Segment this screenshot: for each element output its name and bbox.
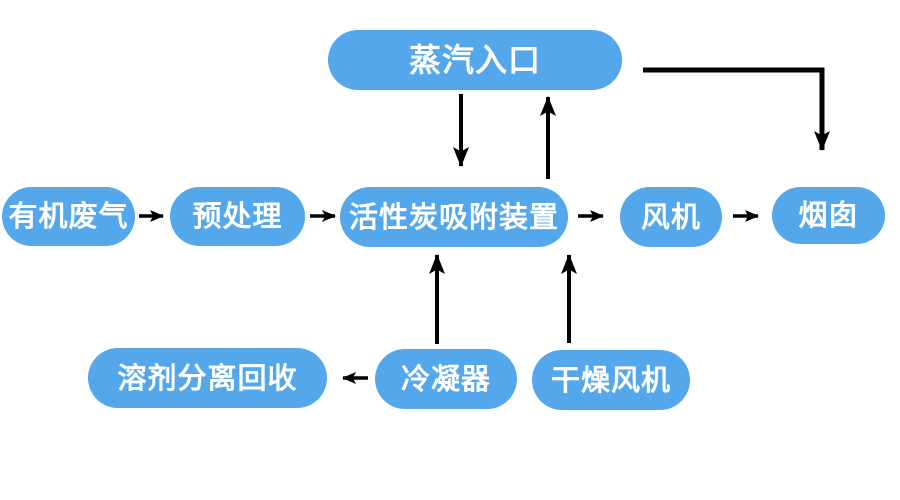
node-solvent-recovery: 溶剂分离回收 — [88, 348, 327, 408]
node-organic-waste-gas: 有机废气 — [2, 187, 135, 246]
node-pretreatment: 预处理 — [170, 187, 305, 246]
node-fan: 风机 — [620, 187, 722, 247]
node-condenser: 冷凝器 — [375, 349, 517, 409]
node-steam-inlet: 蒸汽入口 — [328, 30, 622, 90]
node-adsorber: 活性炭吸附装置 — [340, 187, 568, 247]
node-chimney: 烟囱 — [772, 187, 885, 244]
arrow-steam-to-chimney — [643, 67, 830, 151]
node-drying-fan: 干燥风机 — [532, 350, 690, 410]
